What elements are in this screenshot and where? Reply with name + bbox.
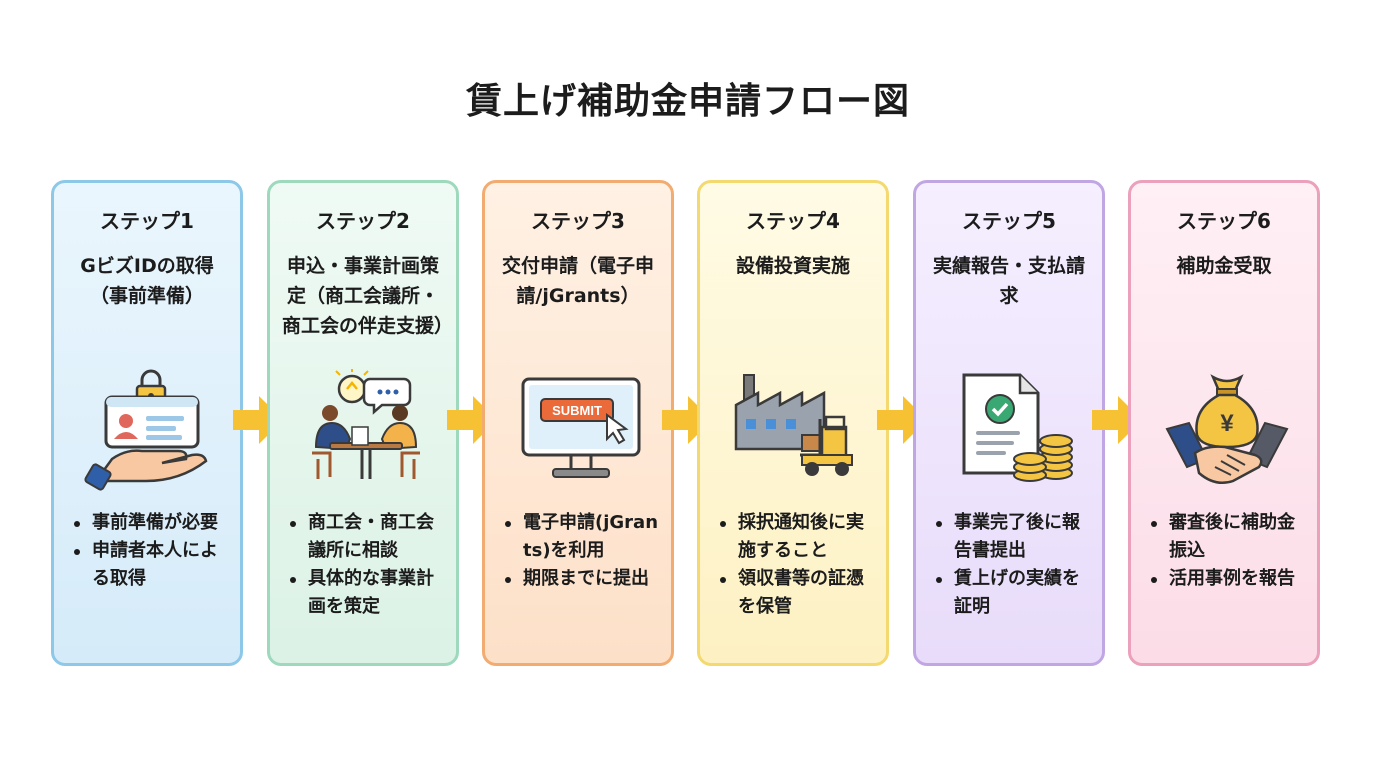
report-coins-icon: [946, 369, 1078, 491]
money-bag-handshake-icon: ¥: [1161, 369, 1293, 491]
bullet-item: 期限までに提出: [497, 565, 663, 593]
submit-button-text: SUBMIT: [552, 403, 602, 418]
bullet-item: 領収書等の証憑を保管: [712, 565, 878, 621]
step-bullets: 審査後に補助金振込 活用事例を報告: [1143, 509, 1309, 593]
step-card-2: ステップ2 申込・事業計画策定（商工会議所・商工会の伴走支援） 商工会・商工会議…: [267, 180, 459, 666]
step-bullets: 採択通知後に実施すること 領収書等の証憑を保管: [712, 509, 878, 621]
bullet-item: 賃上げの実績を証明: [928, 565, 1094, 621]
step-bullets: 電子申請(jGrants)を利用 期限までに提出: [497, 509, 663, 593]
step-name: GビズIDの取得（事前準備）: [80, 255, 214, 307]
bullet-item: 事業完了後に報告書提出: [928, 509, 1094, 565]
step-card-6: ステップ6 補助金受取 ¥ 審査後に補助金振込 活用事例を報告: [1128, 180, 1320, 666]
step-label: ステップ3: [531, 209, 625, 233]
bullet-item: 申請者本人による取得: [66, 537, 232, 593]
id-card-hand-icon: [84, 369, 216, 491]
bullet-item: 商工会・商工会議所に相談: [282, 509, 448, 565]
step-card-4: ステップ4 設備投資実施 採択通知後に実施すること 領収書等の証憑を保管: [697, 180, 889, 666]
bullet-item: 具体的な事業計画を策定: [282, 565, 448, 621]
step-card-3: ステップ3 交付申請（電子申請/jGrants） SUBMIT 電子申請(jGr…: [482, 180, 674, 666]
bullet-item: 審査後に補助金振込: [1143, 509, 1309, 565]
step-label: ステップ4: [746, 209, 840, 233]
step-name: 補助金受取: [1176, 255, 1272, 277]
yen-symbol: ¥: [1220, 410, 1234, 437]
bullet-item: 活用事例を報告: [1143, 565, 1309, 593]
step-bullets: 事業完了後に報告書提出 賃上げの実績を証明: [928, 509, 1094, 621]
step-label: ステップ1: [100, 209, 194, 233]
bullet-item: 採択通知後に実施すること: [712, 509, 878, 565]
step-name: 申込・事業計画策定（商工会議所・商工会の伴走支援）: [282, 255, 454, 337]
consultation-icon: [300, 369, 432, 491]
step-card-5: ステップ5 実績報告・支払請求 事業完了後に報告書提出 賃上げの実績を証明: [913, 180, 1105, 666]
step-name: 設備投資実施: [735, 255, 850, 277]
step-name: 交付申請（電子申請/jGrants）: [501, 255, 654, 307]
step-name: 実績報告・支払請求: [932, 255, 1085, 307]
bullet-item: 事前準備が必要: [66, 509, 232, 537]
monitor-submit-icon: SUBMIT: [515, 369, 647, 491]
factory-forklift-icon: [730, 369, 862, 491]
step-label: ステップ5: [962, 209, 1056, 233]
bullet-item: 電子申請(jGrants)を利用: [497, 509, 663, 565]
page-title: 賃上げ補助金申請フロー図: [465, 81, 910, 122]
step-label: ステップ6: [1177, 209, 1271, 233]
step-card-1: ステップ1 GビズIDの取得（事前準備） 事前準備が必要 申請者本人による取得: [51, 180, 243, 666]
step-label: ステップ2: [316, 209, 410, 233]
step-bullets: 事前準備が必要 申請者本人による取得: [66, 509, 232, 593]
step-bullets: 商工会・商工会議所に相談 具体的な事業計画を策定: [282, 509, 448, 621]
